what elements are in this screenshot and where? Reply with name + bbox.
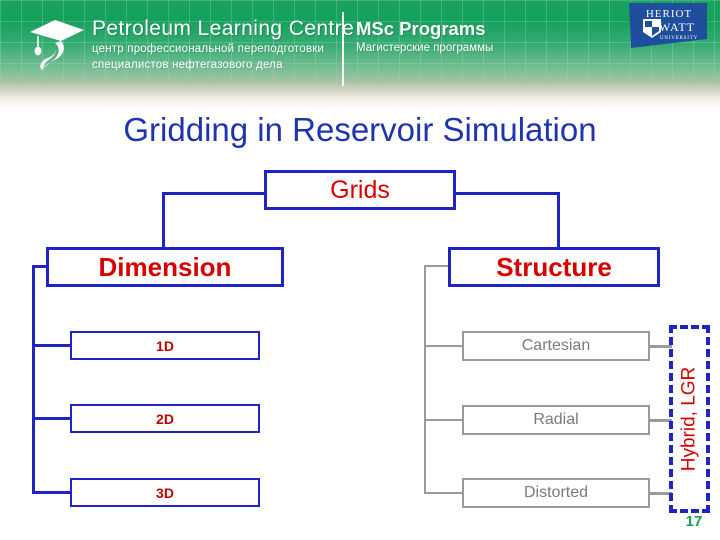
connector-branch-2d [32,417,73,420]
node-structure-label: Structure [496,251,612,282]
connector-dimension-trunk [32,265,35,494]
connector-branch-cartesian [424,345,464,347]
heriot-watt-logo: HERIOT WATT UNIVERSITY [627,3,707,53]
msc-subtitle: Магистерские программы [356,42,494,54]
plc-title: Petroleum Learning Centre [92,17,355,40]
graduation-cap-icon [28,16,86,72]
connector-branch-radial [424,419,464,421]
node-1d[interactable]: 1D [70,331,260,360]
connector-grids-left-vertical [162,192,165,250]
connector-dimension-stub [32,265,49,268]
connector-structure-stub [424,265,450,267]
node-distorted-label: Distorted [523,484,589,501]
header-divider [342,12,344,86]
plc-subtitle-line1: центр профессиональной переподготовки [92,43,325,55]
svg-text:WATT: WATT [659,20,695,34]
node-3d[interactable]: 3D [70,478,260,507]
node-3d-label: 3D [156,484,174,501]
connector-grids-left-horizontal [162,192,267,195]
node-1d-label: 1D [156,337,174,354]
node-grids-label: Grids [330,175,390,204]
node-dimension-label: Dimension [98,251,232,282]
page-number: 17 [685,513,703,530]
node-2d[interactable]: 2D [70,404,260,433]
hybrid-lgr-annotation: Hybrid, LGR [669,325,710,513]
node-cartesian[interactable]: Cartesian [462,331,650,361]
node-radial-label: Radial [533,411,579,428]
svg-text:HERIOT: HERIOT [646,8,692,20]
connector-structure-trunk [424,265,426,493]
connector-branch-distorted [424,492,464,494]
connector-grids-right-vertical [557,192,560,250]
connector-grids-right-horizontal [453,192,560,195]
connector-distorted-to-hybrid [648,492,672,495]
svg-text:UNIVERSITY: UNIVERSITY [660,36,698,41]
connector-cartesian-to-hybrid [648,345,672,348]
header-fade [0,82,720,112]
node-distorted[interactable]: Distorted [462,478,650,508]
connector-branch-1d [32,344,73,347]
msc-title: MSc Programs [356,18,486,39]
node-grids[interactable]: Grids [264,170,456,210]
msc-branding: MSc Programs Магистерские программы [356,18,493,55]
plc-branding: Petroleum Learning Centre центр професси… [92,16,354,72]
node-radial[interactable]: Radial [462,405,650,435]
node-2d-label: 2D [156,410,174,427]
node-dimension[interactable]: Dimension [46,247,284,287]
page-title: Gridding in Reservoir Simulation [123,111,597,148]
hybrid-lgr-label: Hybrid, LGR [678,366,700,472]
slide-header: Petroleum Learning Centre центр професси… [0,0,720,112]
connector-radial-to-hybrid [648,419,672,422]
hybrid-lgr-dashed-region [669,325,710,513]
plc-subtitle-line2: специалистов нефтегазового дела [92,58,283,71]
connector-branch-3d [32,491,73,494]
node-structure[interactable]: Structure [448,247,660,287]
node-cartesian-label: Cartesian [521,337,591,354]
